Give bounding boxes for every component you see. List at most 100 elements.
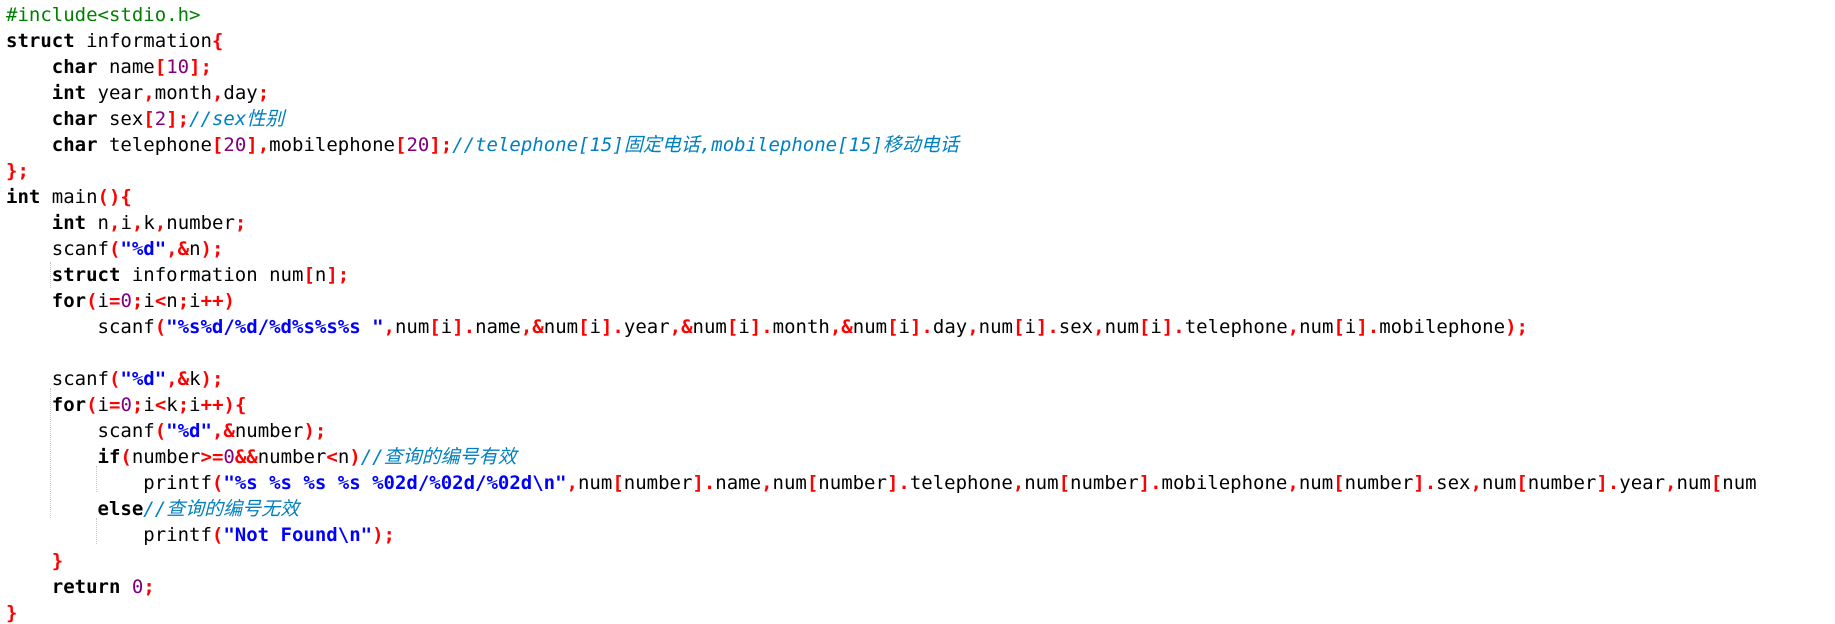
code-line[interactable] bbox=[6, 340, 1757, 366]
code-token: //查询的编号无效 bbox=[143, 498, 300, 520]
code-token: num bbox=[394, 316, 430, 338]
code-line[interactable]: scanf("%s%d/%d/%d%s%s%s ",num[i].name,&n… bbox=[6, 314, 1757, 340]
code-content[interactable]: #include<stdio.h>struct information{ cha… bbox=[6, 2, 1757, 624]
code-token: [ bbox=[154, 56, 167, 78]
code-token: number bbox=[818, 472, 887, 494]
code-token: 0 bbox=[120, 394, 132, 416]
code-token: struct bbox=[51, 264, 121, 286]
code-line[interactable]: for(i=0;i<k;i++){ bbox=[6, 392, 1757, 418]
code-token: i bbox=[143, 394, 155, 416]
code-token: for bbox=[51, 290, 87, 312]
code-line[interactable]: printf("%s %s %s %s %02d/%02d/%02d\n",nu… bbox=[6, 470, 1757, 496]
code-token: ( bbox=[154, 316, 167, 338]
code-line[interactable]: return 0; bbox=[6, 574, 1757, 600]
code-token: 10 bbox=[166, 56, 190, 78]
code-token: [ bbox=[806, 472, 819, 494]
code-token: mobilephone bbox=[269, 134, 395, 156]
code-token: ; bbox=[257, 82, 270, 104]
code-line[interactable]: if(number>=0&&number<n)//查询的编号有效 bbox=[6, 444, 1757, 470]
code-token bbox=[6, 498, 98, 520]
code-token: < bbox=[154, 394, 167, 416]
code-line[interactable]: char telephone[20],mobilephone[20];//tel… bbox=[6, 132, 1757, 158]
code-token: num bbox=[692, 316, 727, 338]
code-line[interactable]: scanf("%d",&n); bbox=[6, 236, 1757, 262]
code-token: ( bbox=[86, 394, 98, 416]
code-line[interactable]: }; bbox=[6, 158, 1757, 184]
code-token: , bbox=[108, 212, 121, 234]
code-line[interactable]: struct information{ bbox=[6, 28, 1757, 54]
code-token: ); bbox=[200, 238, 224, 260]
code-token: < bbox=[326, 446, 338, 468]
code-token: printf bbox=[6, 472, 212, 494]
code-token bbox=[6, 82, 52, 104]
code-token: , bbox=[1012, 472, 1025, 494]
code-token: year bbox=[1619, 472, 1666, 494]
code-token bbox=[6, 134, 52, 156]
code-token: num bbox=[772, 472, 807, 494]
code-token: ( bbox=[211, 472, 224, 494]
code-token: name bbox=[715, 472, 762, 494]
code-token: i bbox=[1024, 316, 1036, 338]
code-line[interactable]: int main(){ bbox=[6, 184, 1757, 210]
code-token: ]. bbox=[692, 472, 716, 494]
indent-guide bbox=[50, 262, 51, 288]
code-token: year bbox=[623, 316, 670, 338]
code-token: ; bbox=[177, 394, 190, 416]
code-token: [ bbox=[1058, 472, 1071, 494]
code-token: , bbox=[383, 316, 395, 338]
code-token: num bbox=[1722, 472, 1757, 494]
code-line[interactable]: int n,i,k,number; bbox=[6, 210, 1757, 236]
code-token: >= bbox=[200, 446, 224, 468]
code-token: struct bbox=[6, 30, 75, 52]
code-token: "Not Found\n" bbox=[223, 524, 373, 546]
code-token: day bbox=[223, 82, 258, 104]
code-token: ++) bbox=[200, 290, 235, 312]
indent-guide bbox=[50, 388, 51, 518]
code-token: scanf bbox=[6, 316, 155, 338]
code-line[interactable]: scanf("%d",&number); bbox=[6, 418, 1757, 444]
code-token: 20 bbox=[223, 134, 247, 156]
code-token: ( bbox=[154, 420, 167, 442]
code-line[interactable]: int year,month,day; bbox=[6, 80, 1757, 106]
code-token: ]. bbox=[909, 316, 933, 338]
code-line[interactable]: } bbox=[6, 600, 1757, 624]
code-token: ,& bbox=[520, 316, 544, 338]
code-token: ( bbox=[108, 238, 121, 260]
code-token: number bbox=[131, 446, 201, 468]
code-token: num bbox=[1299, 316, 1334, 338]
code-token: i bbox=[189, 394, 201, 416]
code-line[interactable]: char name[10]; bbox=[6, 54, 1757, 80]
code-token: num bbox=[1104, 316, 1139, 338]
code-token: }; bbox=[6, 160, 29, 182]
code-token: ( bbox=[86, 290, 98, 312]
code-token: telephone bbox=[97, 134, 212, 156]
code-line[interactable]: else//查询的编号无效 bbox=[6, 496, 1757, 522]
code-line[interactable]: for(i=0;i<n;i++) bbox=[6, 288, 1757, 314]
code-token: , bbox=[143, 82, 155, 104]
code-token: [ bbox=[1710, 472, 1723, 494]
code-line[interactable]: scanf("%d",&k); bbox=[6, 366, 1757, 392]
code-token: , bbox=[154, 212, 167, 234]
code-token: ); bbox=[303, 420, 327, 442]
code-line[interactable]: struct information num[n]; bbox=[6, 262, 1757, 288]
code-token: ; bbox=[131, 394, 144, 416]
code-token: //查询的编号有效 bbox=[360, 446, 517, 468]
code-token: ; bbox=[143, 576, 155, 598]
code-token: month bbox=[154, 82, 212, 104]
code-token: , bbox=[1287, 316, 1300, 338]
code-token: return bbox=[51, 576, 121, 598]
code-token: i bbox=[440, 316, 453, 338]
code-token: information num bbox=[120, 264, 304, 286]
code-line[interactable]: char sex[2];//sex性别 bbox=[6, 106, 1757, 132]
code-token: int bbox=[51, 212, 87, 234]
code-token: i bbox=[589, 316, 601, 338]
code-line[interactable]: #include<stdio.h> bbox=[6, 2, 1757, 28]
code-line[interactable]: printf("Not Found\n"); bbox=[6, 522, 1757, 548]
code-token: [ bbox=[429, 316, 441, 338]
code-token: number bbox=[623, 472, 693, 494]
code-token: 0 bbox=[131, 576, 144, 598]
code-line[interactable]: } bbox=[6, 548, 1757, 574]
code-token: scanf bbox=[6, 368, 109, 390]
code-token: i bbox=[1344, 316, 1357, 338]
